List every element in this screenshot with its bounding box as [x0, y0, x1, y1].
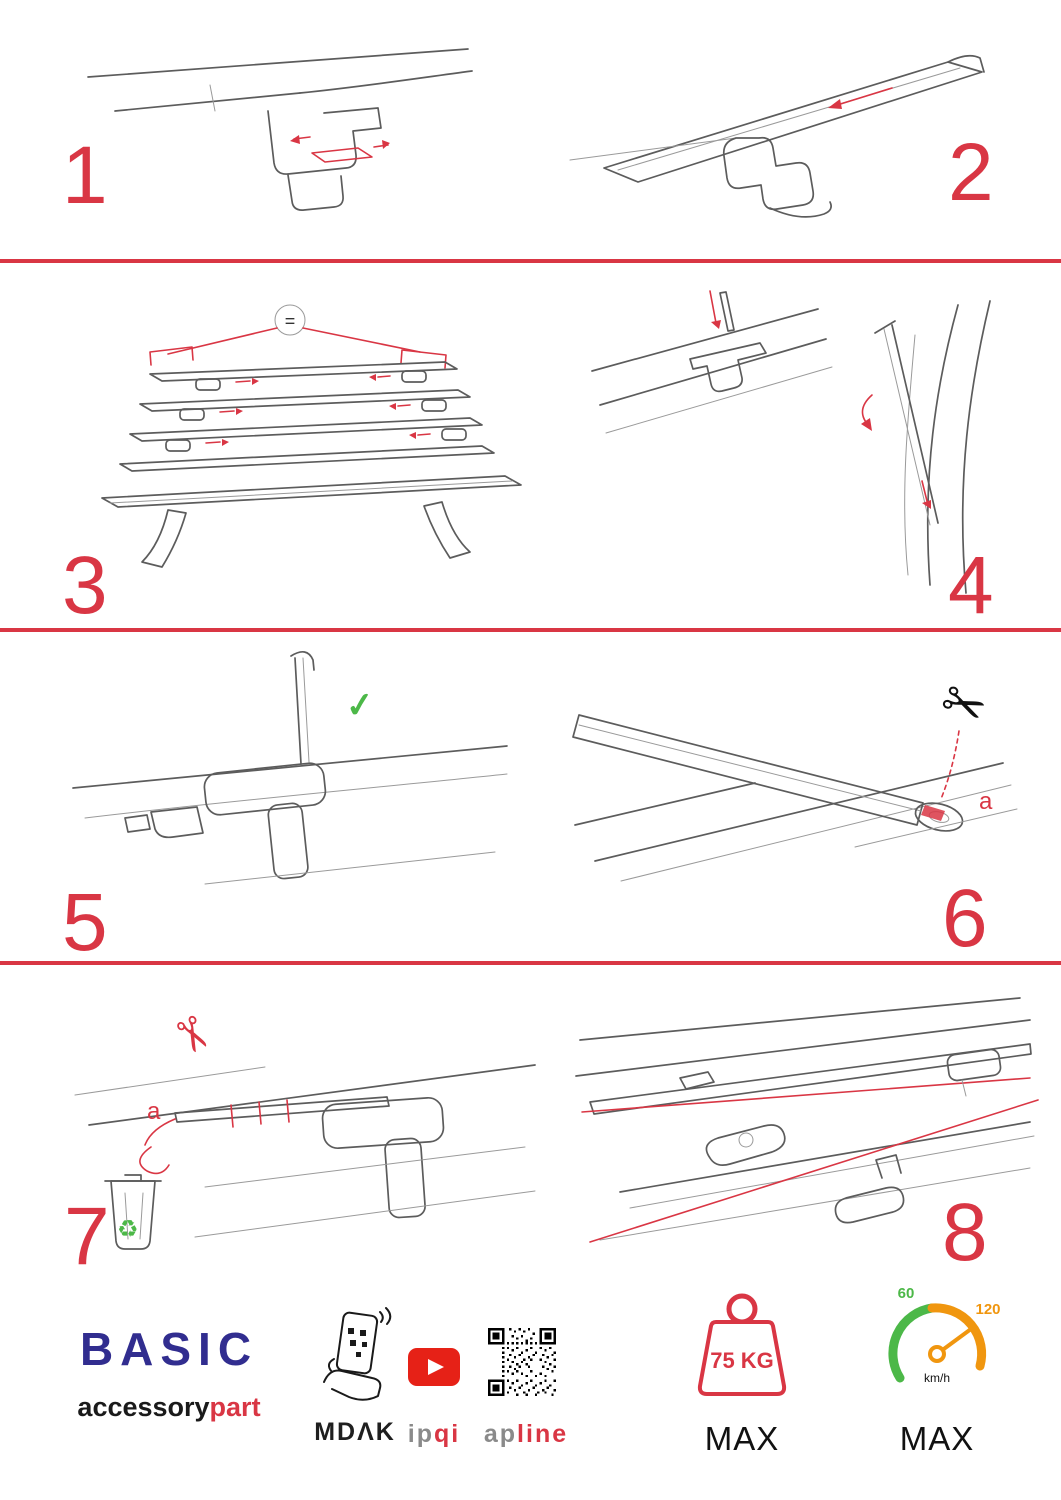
- step-3-illustration: =: [101, 304, 522, 568]
- step-6-number: 6: [942, 873, 988, 964]
- step-7-illustration: ✂ a ♻: [74, 1006, 536, 1250]
- step-5-number: 5: [62, 877, 108, 968]
- equals-annotation: =: [285, 311, 296, 331]
- label-a-annotation: a: [979, 788, 993, 815]
- section-divider: [0, 259, 1061, 263]
- brand-title: BASIC: [79, 1323, 259, 1375]
- brand-subtitle-black: accessory: [77, 1392, 210, 1422]
- step-4-illustration: [591, 290, 991, 594]
- speed-max-label: MAX: [899, 1420, 975, 1457]
- max-weight-icon: 75 KG: [697, 1293, 787, 1396]
- scissors-icon: ✂: [932, 670, 995, 741]
- step-8-illustration: [575, 997, 1039, 1243]
- partner-apline-red: line: [517, 1420, 569, 1448]
- speed-120-label: 120: [975, 1301, 1000, 1318]
- step-8-number: 8: [942, 1187, 988, 1278]
- scissors-icon: ✂: [160, 1006, 224, 1064]
- step-4-number: 4: [948, 540, 994, 631]
- partner-mdak: MDΛK: [314, 1418, 396, 1446]
- label-a-annotation: a: [147, 1098, 161, 1125]
- step-6-illustration: ✂ a: [572, 670, 1018, 882]
- partner-apline-gray: ap: [483, 1420, 518, 1448]
- weight-max-label: MAX: [704, 1420, 780, 1457]
- speed-60-label: 60: [898, 1285, 915, 1302]
- speed-unit-label: km/h: [924, 1371, 950, 1385]
- step-5-illustration: ✓: [72, 651, 508, 885]
- step-7-number: 7: [64, 1191, 110, 1282]
- partner-ipqi-red: qi: [434, 1420, 461, 1448]
- step-1-illustration: [87, 48, 473, 211]
- phone-scan-icon: [323, 1307, 392, 1401]
- brand-subtitle-red: part: [209, 1392, 261, 1422]
- brand-block: BASIC accessorypart: [64, 1322, 274, 1423]
- youtube-icon: [408, 1348, 460, 1386]
- section-divider: [0, 961, 1061, 965]
- partner-apline: apline: [478, 1420, 574, 1449]
- weight-value: 75 KG: [710, 1348, 774, 1373]
- speedometer-icon: 60 120 km/h: [888, 1285, 1001, 1385]
- step-2-illustration: [569, 54, 985, 218]
- step-1-number: 1: [62, 130, 108, 221]
- brand-subtitle: accessorypart: [64, 1392, 274, 1423]
- recycle-icon: ♻: [117, 1216, 139, 1243]
- step-2-number: 2: [948, 127, 994, 218]
- qr-code: [488, 1328, 556, 1396]
- partner-ipqi-gray: ip: [407, 1420, 434, 1448]
- section-divider: [0, 628, 1061, 632]
- check-icon: ✓: [344, 685, 376, 726]
- partner-ipqi: ipqi: [398, 1420, 470, 1449]
- step-3-number: 3: [62, 540, 108, 631]
